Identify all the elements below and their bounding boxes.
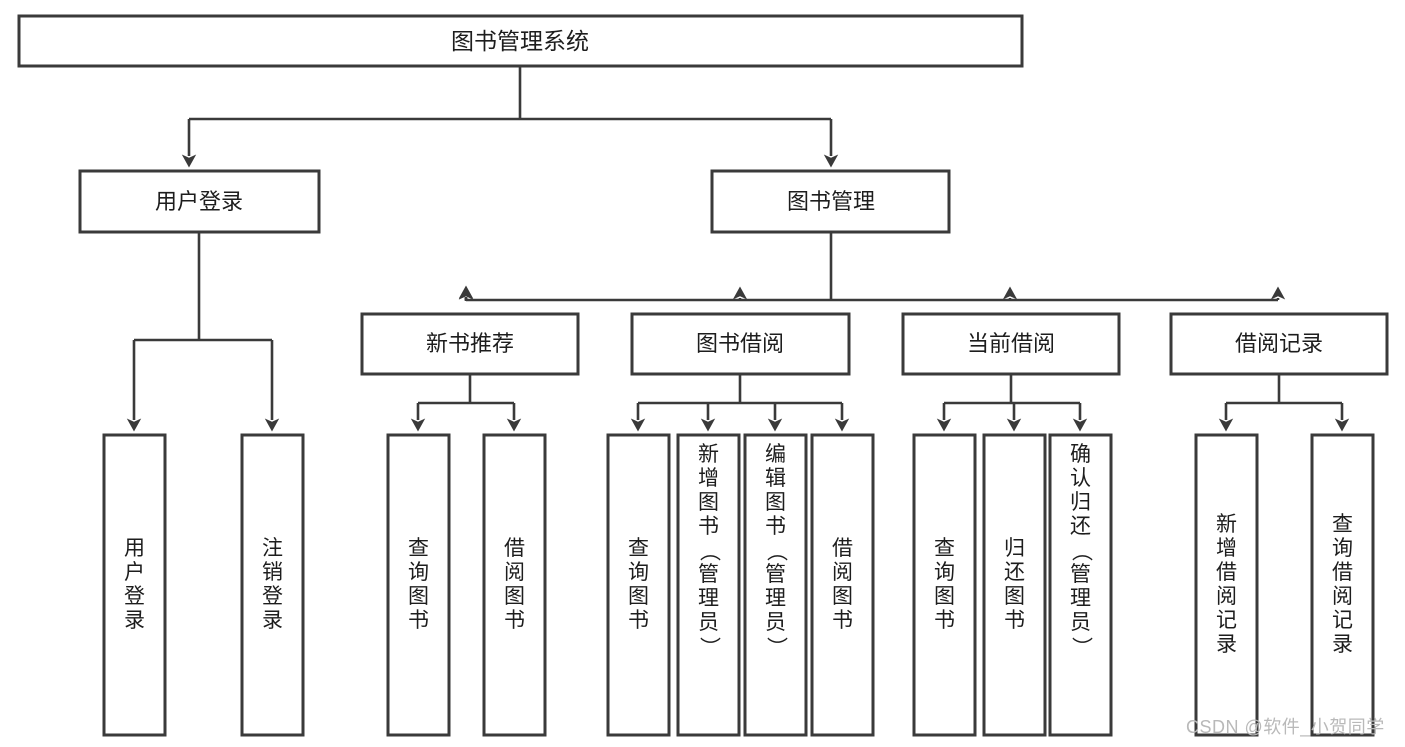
node-book-management-label: 图书管理 [787,189,875,214]
node-borrow-record[interactable] [1169,312,1389,376]
node-leaf-query-record[interactable] [1310,433,1375,737]
node-leaf-edit-book[interactable] [743,433,808,737]
node-borrow-record-label: 借阅记录 [1235,331,1323,356]
node-book-management[interactable] [710,169,951,234]
node-root[interactable] [17,14,1024,68]
node-new-book-recommend[interactable] [360,312,580,376]
node-leaf-query-book-3[interactable] [912,433,977,737]
node-leaf-logout-login[interactable] [240,433,305,737]
connector-group-root-to-level2 [181,65,839,168]
node-user-login-label: 用户登录 [155,189,243,214]
node-leaf-add-book[interactable] [676,433,741,737]
connector-group-book-management-to-level3 [458,232,1278,302]
connector-group-current-borrow [936,374,1088,432]
node-root-label: 图书管理系统 [451,28,589,54]
connector-group-borrow-record [1218,374,1350,432]
node-leaf-query-book-2[interactable] [606,433,671,737]
node-current-borrow[interactable] [901,312,1121,376]
node-current-borrow-label: 当前借阅 [967,331,1055,356]
node-user-login[interactable] [78,169,321,234]
connector-group-new-book-recommend [410,374,522,432]
node-leaf-return-book[interactable] [982,433,1047,737]
node-book-borrow-label: 图书借阅 [696,331,784,356]
node-leaf-add-record[interactable] [1194,433,1259,737]
node-leaf-confirm-return[interactable] [1048,433,1113,737]
node-new-book-recommend-label: 新书推荐 [426,331,514,356]
node-leaf-borrow-book-2[interactable] [810,433,875,737]
node-book-borrow[interactable] [630,312,851,376]
node-leaf-borrow-book-1[interactable] [482,433,547,737]
node-leaf-user-login[interactable] [102,433,167,737]
watermark-text: CSDN @软件_小贺同学 [1186,717,1385,737]
node-leaf-query-book-1[interactable] [386,433,451,737]
connector-group-user-login [126,232,280,432]
connector-group-book-borrow [630,374,850,432]
connector-level3-arrows [458,286,1286,301]
